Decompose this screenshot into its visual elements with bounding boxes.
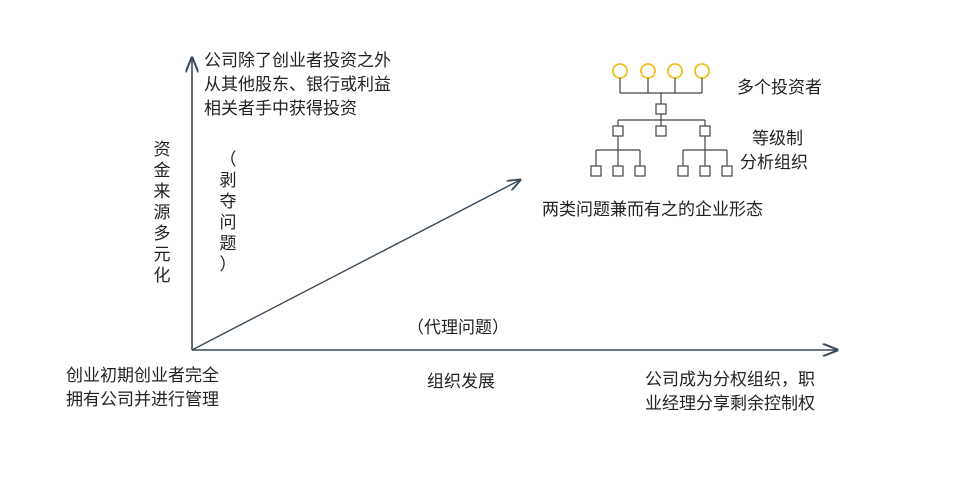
top-left-note-line-2: 从其他股东、银行或利益 xyxy=(204,75,391,95)
vertical-problem-label: （ 剥 夺 问 题 ） xyxy=(219,150,237,275)
leaf-node xyxy=(721,165,733,177)
investor-circles xyxy=(612,63,710,79)
hierarchy-label-line-1: 等级制 xyxy=(752,129,803,149)
investor-connectors xyxy=(619,78,703,104)
level1-connectors xyxy=(617,114,706,126)
investor-circle xyxy=(640,63,656,79)
mid-node xyxy=(699,125,711,137)
origin-note-line-1: 创业初期创业者完全 xyxy=(66,366,219,386)
hierarchy-label-line-2: 分析组织 xyxy=(740,153,808,173)
leaf-node xyxy=(699,165,711,177)
bottom-right-note-line-1: 公司成为分权组织，职 xyxy=(645,370,815,390)
level2-connectors xyxy=(595,136,728,166)
origin-note-line-2: 拥有公司并进行管理 xyxy=(66,390,219,410)
bottom-right-note-line-2: 业经理分享剩余控制权 xyxy=(645,394,815,414)
leaf-node xyxy=(677,165,689,177)
diagonal-arrow xyxy=(191,180,520,351)
hierarchy-chart xyxy=(590,63,733,177)
investor-circle xyxy=(667,63,683,79)
x-axis-problem-label: （代理问题） xyxy=(407,318,509,338)
investor-circle xyxy=(612,63,628,79)
top-left-note-line-3: 相关者手中获得投资 xyxy=(204,99,357,119)
mid-node xyxy=(612,125,624,137)
mid-node xyxy=(655,125,667,137)
combined-form-label: 两类问题兼而有之的企业形态 xyxy=(542,200,763,220)
investor-circle xyxy=(694,63,710,79)
leaf-node xyxy=(612,165,624,177)
top-node xyxy=(655,103,667,115)
leaf-node xyxy=(634,165,646,177)
investors-label: 多个投资者 xyxy=(737,78,822,98)
y-axis-label: 资 金 来 源 多 元 化 xyxy=(153,140,171,286)
x-axis-label: 组织发展 xyxy=(427,372,495,392)
leaf-node xyxy=(590,165,602,177)
top-left-note-line-1: 公司除了创业者投资之外 xyxy=(204,51,391,71)
